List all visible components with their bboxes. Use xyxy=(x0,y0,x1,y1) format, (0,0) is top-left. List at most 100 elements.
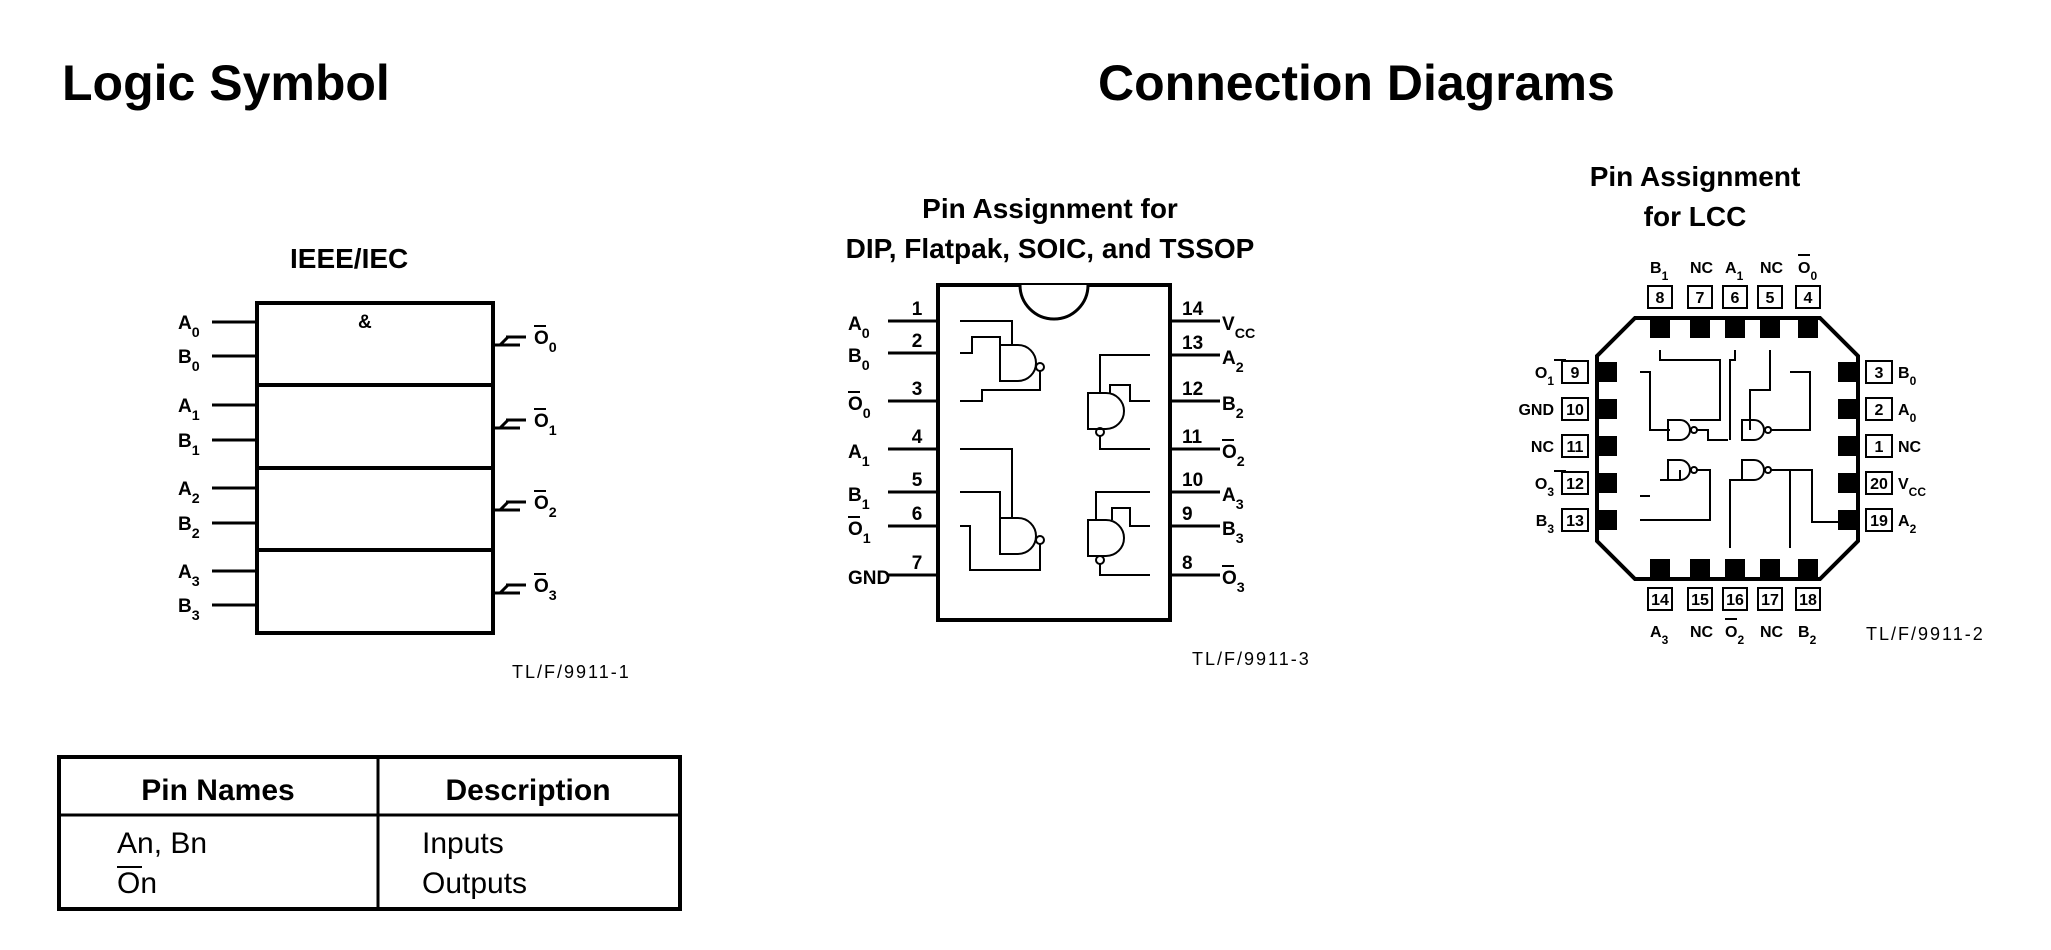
dip-pin-number: 5 xyxy=(912,470,923,491)
lcc-package xyxy=(1595,316,1860,581)
dip-pin-label: B0 xyxy=(848,346,870,374)
lcc-title-line1: Pin Assignment xyxy=(1590,161,1801,192)
logic-input-label-subscript: 1 xyxy=(192,443,200,459)
lcc-pin-label: B1 xyxy=(1650,260,1669,283)
lcc-pin-number: 16 xyxy=(1726,592,1744,609)
lcc-pin-label-subscript: 3 xyxy=(1662,633,1669,647)
and-symbol: & xyxy=(358,312,372,333)
lcc-pin-box xyxy=(1865,434,1893,458)
logic-output-label: O1 xyxy=(534,411,557,439)
lcc-pad xyxy=(1798,318,1818,338)
lcc-pin-label: O1 xyxy=(1535,365,1554,388)
logic-standard-label: IEEE/IEC xyxy=(290,243,408,274)
dip-pin-label: A1 xyxy=(848,442,870,470)
lcc-pad xyxy=(1597,510,1617,530)
lcc-pin-label: A0 xyxy=(1898,402,1917,425)
table-row: An, Bn Inputs xyxy=(117,827,504,860)
lcc-pin-number: 15 xyxy=(1691,592,1709,609)
lcc-pin-label-subscript: 2 xyxy=(1910,522,1917,536)
lcc-pin-label-subscript: 1 xyxy=(1547,374,1554,388)
logic-ref-number: TL/F/9911-1 xyxy=(512,662,631,682)
lcc-pin-label-subscript: 0 xyxy=(1910,411,1917,425)
heading-logic-symbol: Logic Symbol xyxy=(62,55,390,111)
logic-input-label-subscript: 0 xyxy=(192,325,200,341)
lcc-pin-label: NC xyxy=(1760,260,1784,277)
lcc-pad xyxy=(1650,559,1670,579)
lcc-pad xyxy=(1597,399,1617,419)
lcc-pin-label: VCC xyxy=(1898,476,1926,499)
output-line xyxy=(493,583,520,595)
table-header-pin-names: Pin Names xyxy=(141,774,294,807)
dip-pin-label-subscript: 3 xyxy=(1236,497,1244,513)
lcc-internal-gates xyxy=(1640,350,1840,548)
logic-input-label-subscript: 2 xyxy=(192,526,200,542)
lcc-pin-number: 13 xyxy=(1566,513,1584,530)
dip-notch xyxy=(1018,284,1090,321)
lcc-pin-box xyxy=(1722,285,1748,309)
lcc-pin-box xyxy=(1561,434,1589,458)
lcc-pin-number: 14 xyxy=(1651,592,1669,609)
dip-pin-label-subscript: 1 xyxy=(862,454,870,470)
lcc-pin-number: 20 xyxy=(1870,476,1888,493)
lcc-pin-number: 8 xyxy=(1656,290,1665,307)
lcc-pin-label: O3 xyxy=(1535,476,1554,499)
lcc-pad xyxy=(1838,473,1858,493)
dip-pin-number: 13 xyxy=(1182,333,1203,354)
dip-pin-label-subscript: 1 xyxy=(863,531,871,547)
lcc-pin-label-subscript: 3 xyxy=(1547,522,1554,536)
lcc-pin-label-subscript: CC xyxy=(1909,485,1927,499)
logic-output-label-subscript: 0 xyxy=(549,340,557,356)
table-cell-description: Outputs xyxy=(422,867,527,900)
dip-title-line2: DIP, Flatpak, SOIC, and TSSOP xyxy=(846,233,1255,264)
logic-output-label-subscript: 3 xyxy=(549,588,557,604)
dip-pin-label: A2 xyxy=(1222,348,1244,376)
pin-names-table: Pin Names Description An, Bn Inputs On O… xyxy=(57,755,682,911)
logic-input-label: A0 xyxy=(178,313,200,341)
lcc-pin-label: A1 xyxy=(1725,260,1744,283)
lcc-pin-label: NC xyxy=(1690,260,1714,277)
dip-pin-label-subscript: 2 xyxy=(1236,360,1244,376)
lcc-pad xyxy=(1690,559,1710,579)
lcc-pin-label-subscript: 2 xyxy=(1810,633,1817,647)
dip-pin-label: O2 xyxy=(1222,442,1245,470)
dip-pin-label: GND xyxy=(848,568,890,589)
table-cell-pin-name: An, Bn xyxy=(117,827,207,860)
logic-input-label: A3 xyxy=(178,562,200,590)
lcc-pad xyxy=(1650,318,1670,338)
output-line xyxy=(493,418,520,430)
lcc-pad xyxy=(1838,362,1858,382)
logic-input-label-subscript: 3 xyxy=(192,574,200,590)
nand-gate xyxy=(1087,354,1150,450)
dip-pin-label-subscript: 1 xyxy=(862,497,870,513)
dip-pin-number: 1 xyxy=(912,299,923,320)
lcc-pin-box xyxy=(1687,285,1713,309)
dip-pin-label-subscript: 3 xyxy=(1237,580,1245,596)
lcc-pin-number: 18 xyxy=(1799,592,1817,609)
logic-input-label: A1 xyxy=(178,396,200,424)
nand-gate xyxy=(960,448,1045,571)
lcc-pin-number: 2 xyxy=(1875,402,1884,419)
table-cell-description: Inputs xyxy=(422,827,504,860)
lcc-ref-number: TL/F/9911-2 xyxy=(1866,624,1985,644)
logic-output-label: O3 xyxy=(534,576,557,604)
table-row: On Outputs xyxy=(117,866,527,900)
dip-pin-number: 9 xyxy=(1182,504,1193,525)
lcc-pin-box xyxy=(1561,360,1589,384)
logic-output-label: O2 xyxy=(534,493,557,521)
lcc-pin-box xyxy=(1647,587,1673,611)
dip-pin-number: 3 xyxy=(912,379,923,400)
lcc-pin-label: B3 xyxy=(1536,513,1555,536)
dip-pin-label: A3 xyxy=(1222,485,1244,513)
lcc-pin-label: NC xyxy=(1531,439,1555,456)
lcc-pin-number: 4 xyxy=(1804,290,1813,307)
lcc-pin-label: NC xyxy=(1760,624,1784,641)
output-line xyxy=(493,335,520,347)
logic-input-label-subscript: 3 xyxy=(192,608,200,624)
lcc-pin-number: 5 xyxy=(1766,290,1775,307)
lcc-pin-box xyxy=(1865,508,1893,532)
dip-pin-label-subscript: 0 xyxy=(862,326,870,342)
lcc-pad xyxy=(1597,362,1617,382)
lcc-pin-label: GND xyxy=(1518,402,1554,419)
